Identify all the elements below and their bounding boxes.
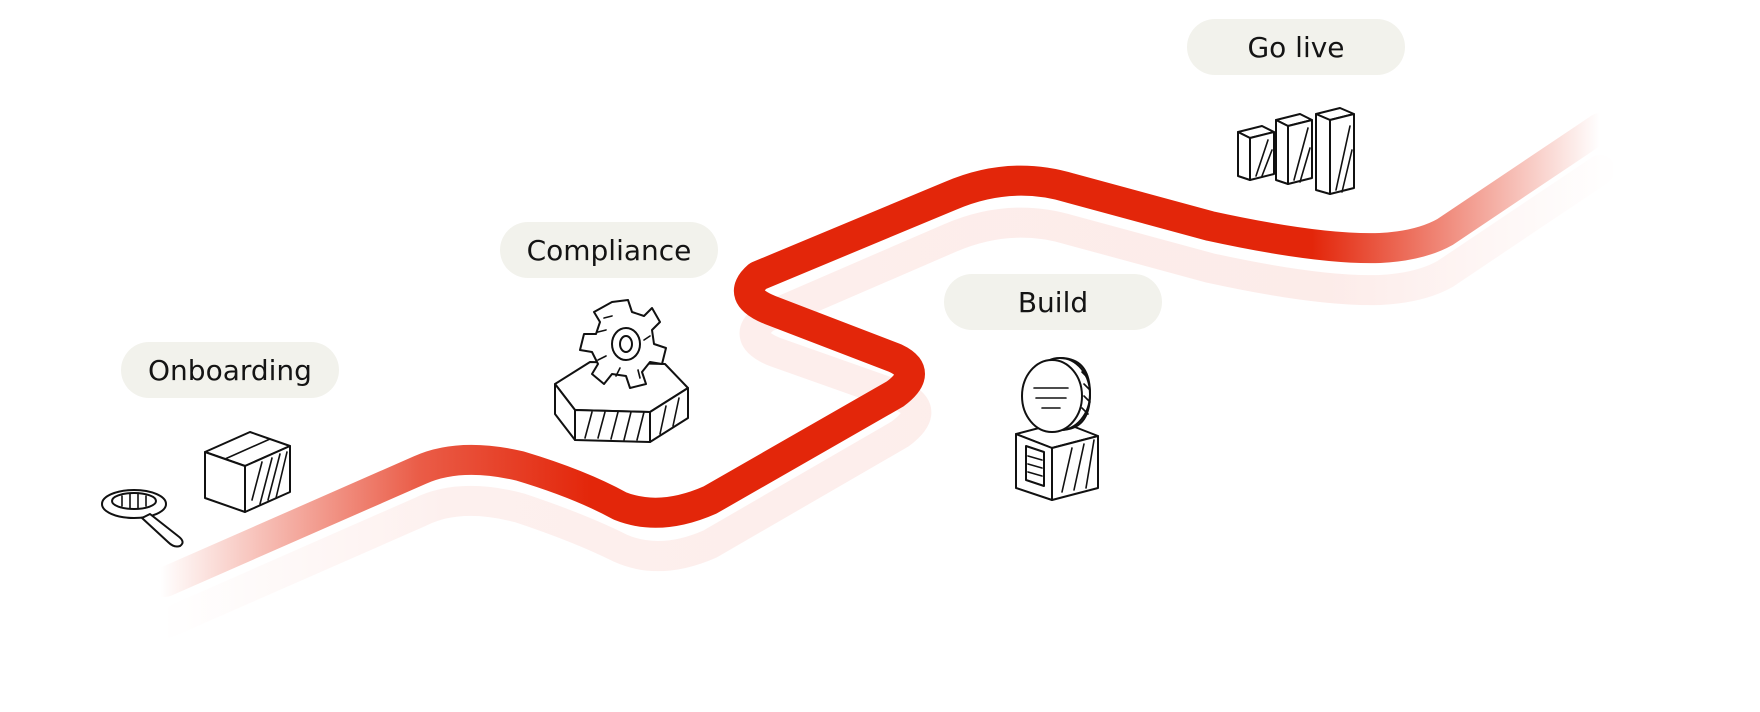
bar-columns-icon xyxy=(1237,107,1355,195)
box-icon xyxy=(204,431,291,513)
gear-on-hexagon-platform-icon xyxy=(554,299,689,443)
bar-column-2 xyxy=(1275,113,1313,185)
bar-column-3 xyxy=(1315,107,1355,195)
stage-label-compliance: Compliance xyxy=(500,222,718,278)
magnifier-icon xyxy=(101,489,184,548)
stage-label-go-live: Go live xyxy=(1187,19,1405,75)
gear-icon xyxy=(579,299,667,389)
magnifier-and-box-icon xyxy=(101,431,291,548)
bar-column-1 xyxy=(1237,125,1275,181)
road-path xyxy=(150,113,1615,597)
stage-label-onboarding: Onboarding xyxy=(121,342,339,398)
crate-icon xyxy=(1015,421,1099,501)
coin-on-crate-icon xyxy=(1015,357,1099,501)
stage-label-build: Build xyxy=(944,274,1162,330)
coin-icon xyxy=(1021,357,1091,433)
road-shadow xyxy=(150,155,1615,639)
